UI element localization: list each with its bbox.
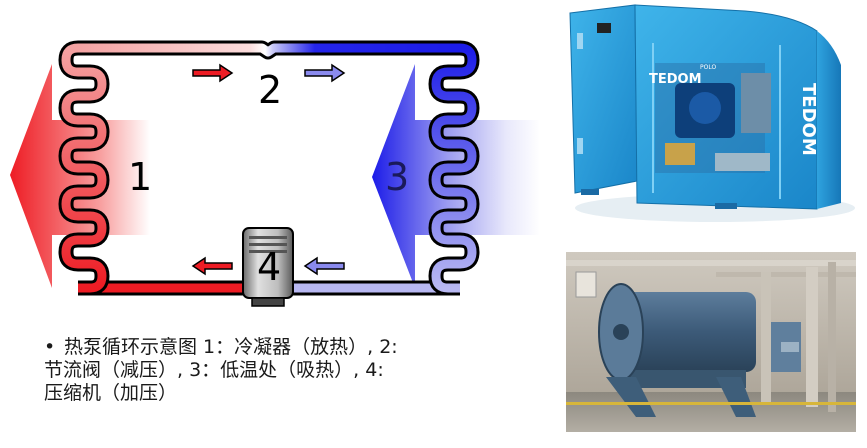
label-compressor: 4 xyxy=(257,245,281,289)
tedom-logo-side: TEDOM xyxy=(798,83,819,156)
industrial-heat-pump-photo xyxy=(566,252,856,432)
flow-arrow-top-left xyxy=(192,63,234,83)
label-condenser: 1 xyxy=(128,155,152,199)
bullet-icon: • xyxy=(44,336,56,358)
flow-arrow-bottom-right xyxy=(303,256,345,276)
flow-arrow-top-right xyxy=(304,63,346,83)
evaporator-coil xyxy=(428,40,480,296)
diagram-caption: • 热泵循环示意图 1：冷凝器（放热）, 2: 节流阀（减压）, 3：低温处（吸… xyxy=(44,336,444,405)
polo-label: POLO xyxy=(700,64,716,71)
caption-line-2: 节流阀（减压）, 3：低温处（吸热）, 4: xyxy=(44,359,384,381)
label-valve: 2 xyxy=(258,68,282,112)
caption-line-1: 热泵循环示意图 1：冷凝器（放热）, 2: xyxy=(64,336,398,358)
heat-absorb-arrow xyxy=(372,64,540,288)
tedom-logo-front: TEDOM xyxy=(649,72,702,87)
label-evaporator: 3 xyxy=(385,155,409,199)
compressor-icon xyxy=(242,227,294,307)
tedom-unit-photo: TEDOM POLO TEDOM xyxy=(565,3,855,229)
flow-arrow-bottom-left xyxy=(191,256,233,276)
condenser-coil xyxy=(58,40,110,296)
heat-release-arrow xyxy=(10,64,150,288)
heat-pump-cycle-diagram: 1 2 3 4 xyxy=(10,40,540,307)
caption-line-3: 压缩机（加压） xyxy=(44,382,178,404)
